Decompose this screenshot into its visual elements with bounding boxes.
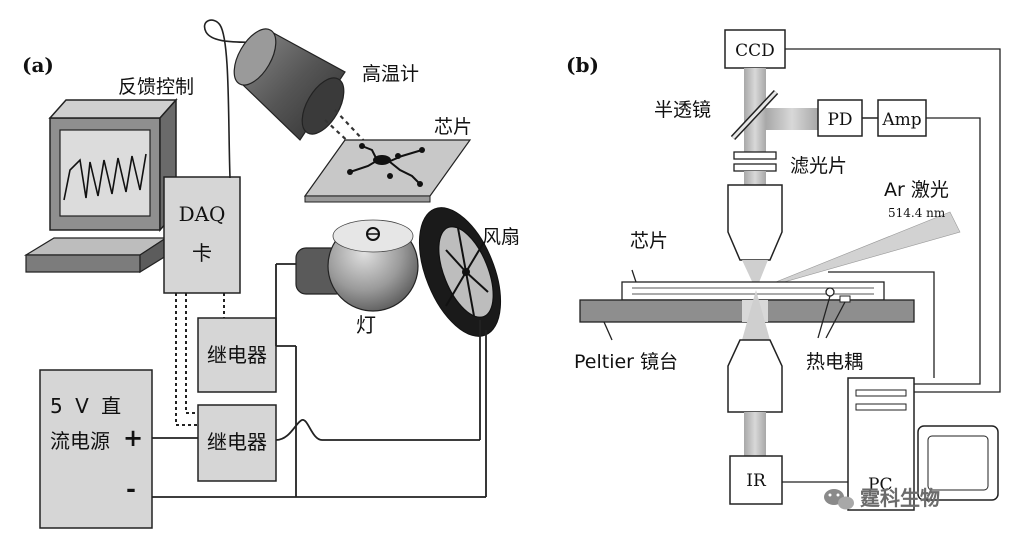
focus-cone-bottom [742, 290, 770, 340]
watermark: 霆科生物 [824, 486, 940, 510]
daq-card-label: DAQ [179, 202, 226, 226]
laser-label: Ar 激光 [884, 179, 949, 201]
lamp-label: 灯 [356, 313, 376, 337]
watermark-text: 霆科生物 [860, 486, 940, 510]
ir-label: IR [746, 471, 767, 491]
computer-icon [23, 98, 178, 274]
panel-a-tag: (a) [22, 53, 54, 77]
chip-label-b: 芯片 [630, 230, 668, 252]
optical-beam-to-pd [766, 108, 818, 130]
thermocouple-label: 热电耦 [806, 351, 863, 373]
daq-card-label-2: 卡 [192, 241, 212, 265]
pyrometer-label: 高温计 [362, 63, 419, 85]
wechat-icon [824, 489, 854, 510]
pyrometer-icon [233, 28, 381, 161]
relay-top-box [197, 317, 277, 393]
relay-bottom-label: 继电器 [207, 430, 267, 454]
fan-icon [418, 207, 502, 337]
panel-b: (b) CCD 半透镜 PD Amp 滤光片 Ar 激光 514.4 nm [566, 29, 1001, 511]
objective-bottom [727, 339, 783, 413]
power-wiring [152, 263, 487, 498]
panel-a: (a) 反馈控制 DAQ 卡 高温计 [22, 19, 520, 529]
psu-minus-terminal: - [126, 474, 136, 503]
power-supply-label: 5 V 直 [50, 394, 124, 418]
thermocouple-icon [825, 287, 835, 297]
chip-plate [303, 139, 472, 203]
optical-beam-top [744, 68, 766, 152]
ccd-box [724, 29, 786, 69]
fan-label: 风扇 [482, 226, 520, 248]
pc-icon [847, 377, 999, 511]
pyrometer-cable [203, 19, 263, 179]
relay-top-label: 继电器 [207, 343, 267, 367]
optical-beam-bottom [744, 412, 766, 456]
psu-plus-terminal: + [123, 423, 143, 452]
pd-label: PD [827, 110, 852, 130]
amp-label: Amp [881, 110, 921, 130]
panel-b-tag: (b) [566, 53, 599, 77]
filter-2 [733, 163, 777, 172]
pd-box [817, 99, 863, 137]
control-signal-lines [175, 293, 225, 426]
filter-label: 滤光片 [790, 155, 847, 177]
daq-card-box [163, 176, 241, 294]
pc-label: PC [868, 475, 892, 495]
objective-top [727, 184, 783, 261]
filter-1 [733, 151, 777, 160]
ccd-label: CCD [735, 41, 775, 61]
focus-cone-top [742, 260, 768, 290]
amp-box [877, 99, 927, 137]
power-supply-box [39, 369, 153, 529]
beamsplitter-label: 半透镜 [654, 99, 711, 121]
ir-box [729, 455, 783, 505]
power-supply-label-2: 流电源 [50, 429, 110, 453]
lamp-icon [295, 219, 419, 312]
feedback-control-label: 反馈控制 [118, 76, 194, 98]
relay-bottom-box [197, 404, 277, 482]
chip-label-a: 芯片 [434, 116, 472, 138]
laser-wavelength: 514.4 nm [888, 206, 946, 220]
laser-beam [755, 211, 961, 291]
panel-b-wiring [782, 48, 1001, 483]
peltier-stage-label: Peltier 镜台 [574, 351, 678, 373]
